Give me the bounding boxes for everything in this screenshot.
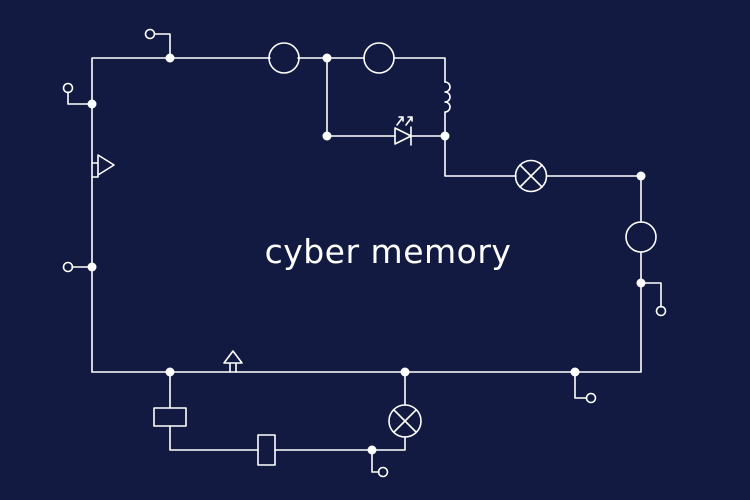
- main-circuit-wires: [91, 57, 642, 373]
- resistor-bottom-left: [153, 407, 187, 427]
- ground-arrow-bottom: [223, 350, 243, 373]
- led-symbol: [394, 116, 413, 146]
- left-upper-terminal: [62, 82, 93, 105]
- right-terminal: [640, 282, 667, 317]
- transistor-arrow-left: [91, 154, 115, 178]
- top-left-terminal: [144, 28, 171, 59]
- bottom-branch-wires: [169, 371, 406, 451]
- inductor-symbol: [444, 81, 451, 113]
- lamp-symbol-bottom: [388, 404, 422, 438]
- meter-symbol-2: [363, 42, 395, 74]
- junction-dots: [87, 53, 646, 455]
- page-title: cyber memory: [264, 232, 512, 271]
- meter-symbol-right: [625, 221, 657, 253]
- resistor-bottom-center: [257, 434, 276, 466]
- bottom-center-terminal: [371, 449, 389, 478]
- lamp-symbol-right: [514, 159, 548, 193]
- meter-symbol-1: [268, 42, 300, 74]
- bottom-right-terminal: [574, 371, 597, 404]
- led-branch-wires: [326, 57, 446, 137]
